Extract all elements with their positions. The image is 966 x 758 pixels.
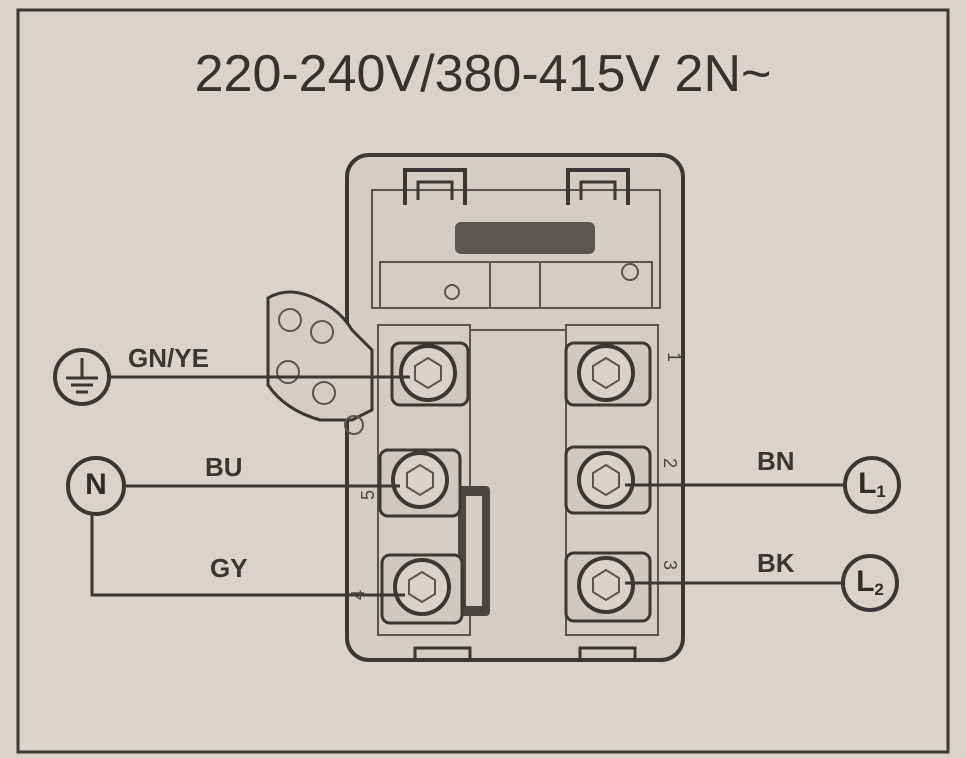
- block-mark-left-5: 5: [358, 490, 378, 500]
- wire-label-l1: BN: [757, 446, 795, 476]
- voltage-title: 220-240V/380-415V 2N~: [194, 45, 772, 103]
- l2-terminal-circle: [841, 554, 899, 612]
- top-clip-left: [403, 168, 467, 205]
- neutral-terminal-label: N: [85, 468, 107, 501]
- neutral-terminal-circle: [66, 456, 126, 516]
- left-terminal-column: [377, 324, 471, 636]
- earth-screw-small: [344, 415, 364, 435]
- screw-l1: [564, 445, 652, 515]
- l2-terminal-label: L2: [856, 565, 884, 599]
- block-mark-right-1: 1: [664, 352, 684, 362]
- wire-label-grey: GY: [210, 553, 248, 583]
- bottom-clip-left: [413, 646, 472, 660]
- small-screw-left: [444, 284, 460, 300]
- l1-terminal-circle: [843, 456, 901, 514]
- block-mark-right-3: 3: [660, 560, 680, 570]
- wire-label-earth: GN/YE: [128, 343, 209, 373]
- earth-icon: [66, 358, 98, 394]
- screw-earth: [390, 341, 470, 407]
- screw-l2: [564, 551, 652, 623]
- small-screw-right: [621, 263, 639, 281]
- wire-grey: [90, 508, 405, 597]
- wire-label-l2: BK: [757, 548, 795, 578]
- screw-grey: [380, 553, 464, 625]
- screw-neutral: [378, 448, 462, 518]
- earth-bracket-plate: [266, 290, 374, 422]
- wires: [90, 375, 845, 597]
- terminal-block-top-section: [371, 189, 661, 309]
- top-clip-right: [566, 168, 630, 205]
- block-mark-right-2: 2: [660, 458, 680, 468]
- diagram-frame: [16, 8, 950, 754]
- terminal-block: [266, 153, 685, 662]
- terminal-screws: [378, 341, 652, 625]
- l1-terminal-label: L1: [858, 467, 886, 501]
- block-mark-left-4: 4: [348, 590, 368, 600]
- bottom-clip-right: [578, 646, 637, 660]
- label-slot: [455, 222, 595, 254]
- earth-terminal: [53, 348, 111, 406]
- screw-right-1: [564, 341, 652, 407]
- wire-label-neutral: BU: [205, 452, 243, 482]
